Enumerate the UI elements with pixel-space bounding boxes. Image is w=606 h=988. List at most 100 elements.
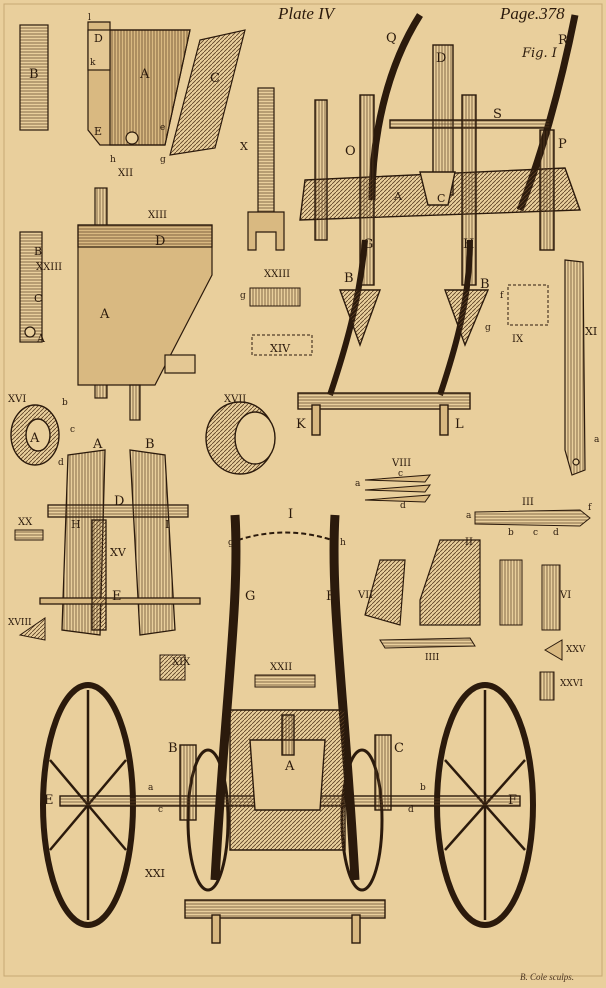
letter-c-fig1: C bbox=[437, 192, 445, 205]
letter-o-fig1: O bbox=[345, 144, 356, 159]
figure-xi-bar bbox=[564, 259, 586, 476]
letter-b-xxi: B bbox=[168, 741, 178, 756]
letter-h-fig1: H bbox=[463, 237, 474, 252]
figure-v-plate bbox=[499, 559, 523, 626]
label-ix: IX bbox=[512, 334, 524, 345]
figure-ii-share bbox=[419, 539, 481, 626]
letter-b-fig1: B bbox=[344, 271, 354, 286]
letter-i-xxi: I bbox=[288, 507, 293, 522]
letter-d-xv: D bbox=[114, 494, 124, 509]
letter-g-xii: g bbox=[160, 155, 166, 165]
plate-title: Plate IV bbox=[278, 4, 335, 23]
figure-xxiii-strip bbox=[19, 231, 43, 343]
letter-g-ix: g bbox=[485, 323, 491, 333]
figure-xxvi-piece bbox=[539, 671, 555, 701]
letter-f-xxi: F bbox=[508, 793, 517, 808]
figure-labels: Fig. I XII XIII XXIII XXIII X XIV IX XI … bbox=[8, 13, 600, 880]
letter-s-fig1: S bbox=[493, 107, 502, 122]
letter-d-viii: d bbox=[400, 501, 406, 511]
letter-d-xii: D bbox=[94, 32, 103, 45]
label-xxiii-a: XXIII bbox=[36, 262, 62, 273]
label-xi: XI bbox=[585, 325, 597, 338]
label-xii: XII bbox=[118, 168, 133, 179]
page-number: Page.378 bbox=[500, 4, 565, 23]
figure-xvi-ring bbox=[10, 404, 60, 466]
letter-c-xii: C bbox=[210, 71, 220, 86]
letter-d-iii: d bbox=[553, 528, 559, 538]
figure-viii-blades bbox=[364, 474, 432, 503]
letter-e-small-xii: e bbox=[160, 123, 165, 133]
label-iiii: IIII bbox=[425, 653, 440, 663]
figure-iii-coulter bbox=[474, 509, 591, 527]
label-fig-i: Fig. I bbox=[521, 46, 558, 61]
letter-b-xii: B bbox=[29, 67, 39, 82]
label-viii: VIII bbox=[391, 458, 411, 469]
figure-vii-share bbox=[364, 559, 406, 626]
letter-e-xii: E bbox=[94, 125, 102, 138]
letter-i-xv: I bbox=[165, 518, 169, 531]
letter-e-xxi: E bbox=[44, 793, 54, 808]
letter-a-xiii: A bbox=[99, 307, 110, 322]
letter-a-viii: a bbox=[355, 479, 361, 489]
figure-xii-hopper-board bbox=[19, 21, 246, 156]
letter-a-xxi: A bbox=[284, 759, 295, 774]
label-iii: III bbox=[522, 497, 534, 508]
letter-c-xxi: C bbox=[394, 741, 404, 756]
letter-q-fig1: Q bbox=[386, 31, 397, 46]
letter-k-fig1: K bbox=[296, 417, 306, 432]
label-xvii: XVII bbox=[224, 394, 246, 405]
letter-d-fig1: D bbox=[436, 51, 446, 66]
label-xxi: XXI bbox=[145, 867, 165, 880]
letter-a-fig1: A bbox=[393, 190, 403, 203]
letter-h-xv: H bbox=[71, 518, 81, 531]
letter-b-xxiii: B bbox=[34, 245, 42, 258]
letter-p-fig1: P bbox=[558, 137, 567, 152]
letter-a-iii: a bbox=[466, 511, 472, 521]
letter-b-xvi: b bbox=[62, 398, 68, 408]
letter-b2-fig1: B bbox=[480, 277, 490, 292]
letter-a-xv: A bbox=[92, 437, 103, 452]
figure-xviii-wedge bbox=[18, 617, 46, 641]
letter-d-xiii: D bbox=[155, 234, 165, 249]
letter-f-ix: f bbox=[500, 291, 504, 301]
plate-border bbox=[3, 3, 603, 977]
letter-c-iii: c bbox=[533, 528, 538, 538]
figure-xxv-wedge bbox=[544, 639, 563, 661]
letter-b-axle-r: b bbox=[420, 783, 426, 793]
letter-f-iii: f bbox=[588, 503, 592, 513]
letter-a-xii: A bbox=[139, 67, 150, 82]
label-xvi: XVI bbox=[8, 394, 26, 405]
engraver-signature: B. Cole sculps. bbox=[520, 972, 574, 982]
letter-a-xi: a bbox=[594, 435, 600, 445]
figure-xiii-hopper bbox=[77, 187, 213, 421]
letter-g-fig1: G bbox=[363, 237, 373, 252]
figure-x-upright bbox=[247, 87, 285, 251]
label-x: X bbox=[240, 140, 248, 153]
figure-iiii-blade bbox=[379, 637, 476, 649]
letter-l-fig1: L bbox=[455, 417, 464, 432]
label-vii: VII bbox=[357, 590, 373, 601]
figure-xv-frame bbox=[39, 449, 201, 636]
letter-l-xii: l bbox=[88, 13, 91, 23]
letter-c-xxiii: C bbox=[34, 292, 42, 305]
figure-vi-plate bbox=[541, 564, 561, 631]
letter-c-axle-l: c bbox=[158, 805, 163, 815]
figure-xxi-wheeled-drill bbox=[40, 514, 536, 944]
letter-h-xii: h bbox=[110, 155, 116, 165]
label-xxiii-b: XXIII bbox=[264, 269, 290, 280]
label-xix: XIX bbox=[172, 657, 191, 668]
label-xiv: XIV bbox=[270, 342, 291, 355]
letter-d-xvi: d bbox=[58, 458, 64, 468]
letter-c-xvi: c bbox=[70, 425, 75, 435]
letter-a-xxiii: A bbox=[36, 332, 46, 345]
letter-g-chain: g bbox=[228, 538, 234, 548]
label-xiii: XIII bbox=[148, 210, 167, 221]
letter-a-axle-l: a bbox=[148, 783, 154, 793]
label-xviii: XVIII bbox=[8, 618, 32, 628]
letter-r-fig1: R bbox=[558, 33, 569, 48]
figure-xx-piece bbox=[14, 529, 44, 541]
letter-h-chain: h bbox=[340, 538, 346, 548]
letter-g-xxi: G bbox=[245, 589, 255, 604]
label-xxii: XXII bbox=[270, 662, 292, 673]
